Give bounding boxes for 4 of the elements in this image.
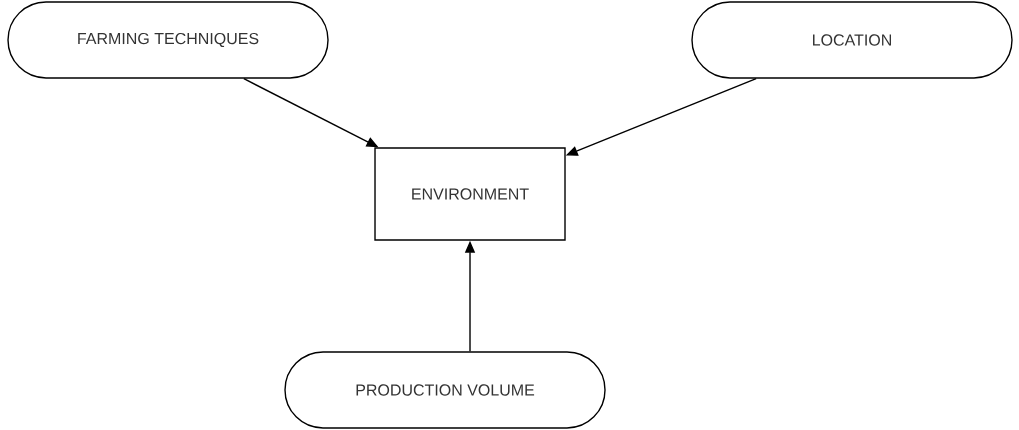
rounded-box: PRODUCTION VOLUME bbox=[284, 351, 606, 429]
process-box: ENVIRONMENT bbox=[374, 147, 566, 241]
rounded-box: FARMING TECHNIQUES bbox=[7, 1, 329, 79]
rounded-box: LOCATION bbox=[691, 1, 1013, 79]
